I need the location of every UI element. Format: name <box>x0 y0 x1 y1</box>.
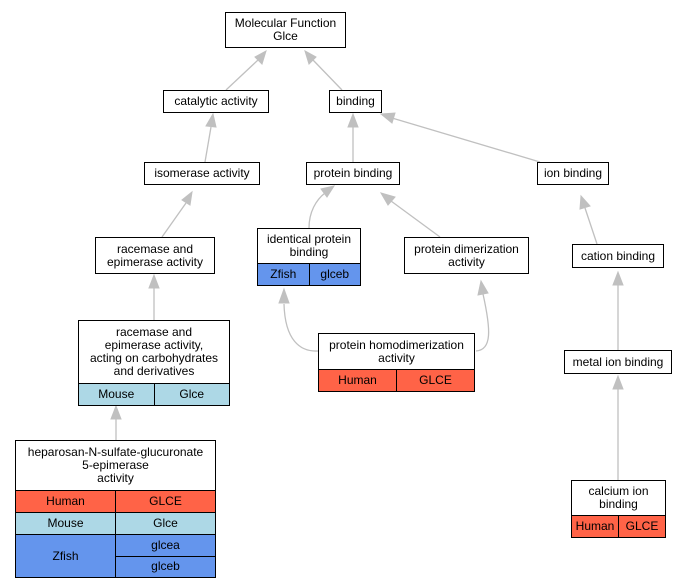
node-label: calcium ion binding <box>588 484 649 511</box>
node-ion-binding[interactable]: ion binding <box>537 162 609 185</box>
node-protein-binding[interactable]: protein binding <box>306 162 400 185</box>
edge-identical-to-protein <box>308 192 326 229</box>
node-binding[interactable]: binding <box>329 90 382 113</box>
gene-list: glceb <box>308 264 361 285</box>
arrowhead-dimer <box>477 279 489 296</box>
arrowhead-isomerase <box>181 190 193 206</box>
gene-list: GLCE <box>115 491 215 512</box>
species-cell: Human <box>338 373 377 387</box>
species-cell: Mouse <box>98 387 135 401</box>
node-label: catalytic activity <box>174 94 258 108</box>
annotation-row: Human GLCE <box>572 516 665 537</box>
annotation-table: Human GLCE <box>572 515 665 537</box>
arrowhead-binding-up <box>347 112 359 128</box>
node-isomerase-activity[interactable]: isomerase activity <box>144 162 260 185</box>
node-label: ion binding <box>543 166 603 180</box>
annotation-row: Human GLCE <box>16 491 215 512</box>
arrowhead-ion <box>579 194 591 210</box>
gene-cell[interactable]: glceb <box>116 555 215 578</box>
annotation-row: Zfish glceb <box>258 264 360 285</box>
node-cation-binding[interactable]: cation binding <box>572 244 664 268</box>
arrowhead-cation <box>612 270 624 286</box>
node-label: binding <box>336 94 375 108</box>
arrowhead-protein-right <box>379 192 396 206</box>
node-label: metal ion binding <box>572 354 664 369</box>
gene-cell[interactable]: Glce <box>179 387 205 401</box>
edge-homo-to-dimer <box>475 293 490 352</box>
arrowhead-racemase <box>148 273 160 289</box>
node-catalytic-activity[interactable]: catalytic activity <box>163 90 269 113</box>
node-label: Molecular Function Glce <box>234 16 337 43</box>
node-label: cation binding <box>580 248 656 263</box>
node-metal-ion-binding[interactable]: metal ion binding <box>564 350 672 374</box>
annotation-table: Human GLCE <box>319 369 474 391</box>
node-racemase-acting-on-carbohydrates[interactable]: racemase and epimerase activity, acting … <box>78 320 230 406</box>
node-racemase-epimerase-activity[interactable]: racemase and epimerase activity <box>95 237 215 274</box>
gene-cell[interactable]: glceb <box>320 267 350 281</box>
node-molecular-function[interactable]: Molecular Function Glce <box>225 12 346 48</box>
gene-cell[interactable]: GLCE <box>419 373 452 387</box>
edge-catalytic-to-mf <box>225 59 259 91</box>
node-label: isomerase activity <box>154 166 250 180</box>
node-protein-dimerization-activity[interactable]: protein dimerization activity <box>404 237 529 274</box>
node-label: heparosan-N-sulfate-glucuronate 5-epimer… <box>27 445 204 485</box>
species-cell: Zfish <box>52 548 79 563</box>
edge-racemase-to-isomerase <box>161 202 187 238</box>
species-cell: Human <box>46 494 85 508</box>
arrowhead-catalytic <box>205 112 217 128</box>
arrowhead-identical <box>278 287 290 304</box>
node-label: protein homodimerization activity <box>329 337 464 365</box>
arrowhead-racecarb <box>110 404 122 420</box>
edge-dimer-to-protein <box>390 200 441 238</box>
gene-list: Glce <box>153 384 230 405</box>
gene-list: glcea glceb <box>115 535 215 577</box>
node-heparosan-epimerase-activity[interactable]: heparosan-N-sulfate-glucuronate 5-epimer… <box>15 440 216 578</box>
species-cell: Mouse <box>47 516 84 530</box>
gene-list: GLCE <box>618 516 665 537</box>
arrowhead-binding-side <box>379 112 396 124</box>
node-label: racemase and epimerase activity, acting … <box>89 325 219 378</box>
edge-binding-to-mf <box>312 59 343 91</box>
edge-cation-to-ion <box>584 207 598 245</box>
arrowhead-mf-right <box>304 49 317 65</box>
edge-ion-to-binding <box>391 117 541 163</box>
species-cell: Human <box>575 519 615 533</box>
gene-cell[interactable]: Glce <box>153 516 178 530</box>
gene-list: GLCE <box>396 370 474 391</box>
edge-homo-to-identical <box>283 303 319 352</box>
node-label: racemase and epimerase activity <box>106 241 204 269</box>
annotation-table: Zfish glceb <box>258 263 360 285</box>
node-label: protein binding <box>313 166 393 180</box>
node-label: identical protein binding <box>266 232 352 259</box>
gene-cell[interactable]: glcea <box>151 537 180 552</box>
gene-cell[interactable]: GLCE <box>149 494 182 508</box>
annotation-row: Human GLCE <box>319 370 474 391</box>
node-label: protein dimerization activity <box>414 241 519 269</box>
arrowhead-protein-left <box>320 185 336 198</box>
gene-list: Glce <box>115 513 215 534</box>
annotation-row: Mouse Glce <box>79 384 229 405</box>
arrowhead-mf-left <box>254 49 267 65</box>
species-cell: Zfish <box>270 267 297 281</box>
annotation-row: Zfish glcea glceb <box>16 534 215 577</box>
annotation-table: Mouse Glce <box>79 383 229 405</box>
gene-cell[interactable]: GLCE <box>625 519 659 533</box>
edge-isomerase-to-catalytic <box>204 126 212 163</box>
annotation-row: Mouse Glce <box>16 512 215 534</box>
arrowhead-metal <box>612 374 624 390</box>
